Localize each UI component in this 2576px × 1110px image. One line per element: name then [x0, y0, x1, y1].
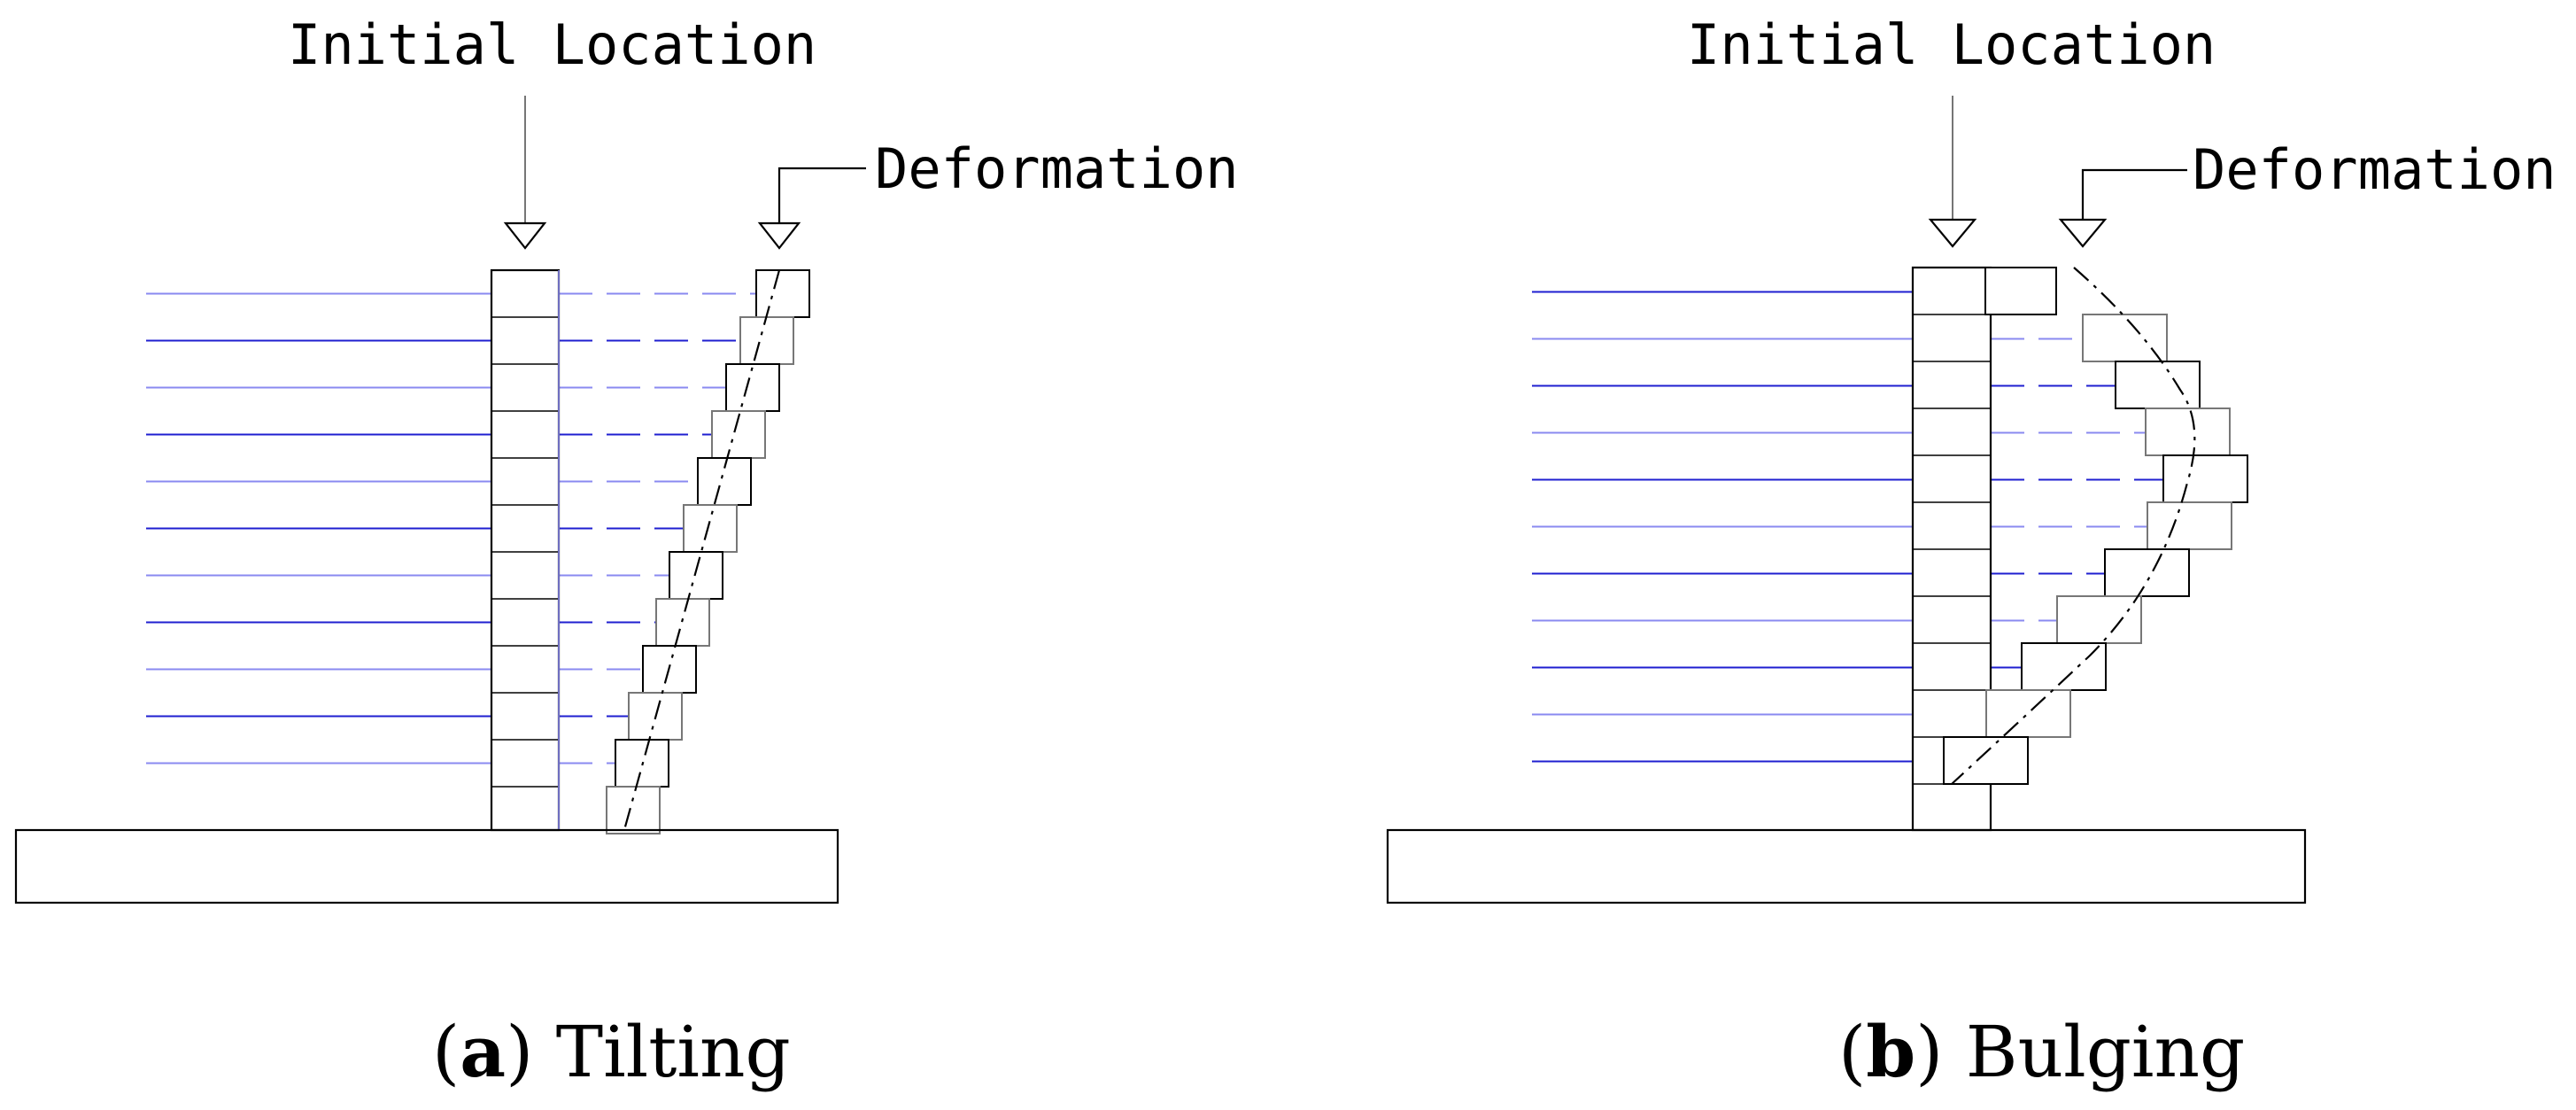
panel-b-caption-letter: b [1866, 1010, 1915, 1093]
panel-a-base [14, 828, 839, 904]
panel-a-initial-location-arrow [503, 96, 547, 250]
panel-b-caption-text: Bulging [1966, 1011, 2245, 1093]
deformed-block [1943, 736, 2029, 785]
panel-a: Initial Location Deformation (a) Tilting [14, 12, 1239, 1093]
deformed-block [683, 504, 738, 553]
deformed-block [2145, 408, 2231, 456]
deformed-block [606, 786, 661, 834]
panel-b-deformed-blocks [1943, 267, 2248, 785]
panel-b-base [1386, 828, 2307, 904]
panel-a-caption: (a) Tilting [432, 1010, 791, 1093]
deformed-block [755, 269, 810, 318]
deformed-block [725, 363, 780, 412]
panel-a-caption-text: Tilting [556, 1011, 791, 1093]
deformed-block [1985, 689, 2071, 738]
panel-a-initial-wall [490, 268, 561, 832]
panel-a-reinforcement-lines [146, 292, 756, 765]
panel-b-initial-location-label: Initial Location [1687, 12, 2216, 77]
panel-a-deformation-label: Deformation [875, 136, 1239, 201]
deformed-block [2162, 454, 2248, 503]
panel-b-deformation-label: Deformation [2193, 137, 2557, 202]
deformed-block [2082, 314, 2168, 362]
panel-a-initial-location-label: Initial Location [288, 12, 816, 77]
deformed-block [1984, 267, 2057, 315]
deformed-block [2056, 595, 2142, 644]
deformed-block [655, 598, 710, 647]
deformed-block [2021, 642, 2107, 691]
panel-b-deformation-arrow [2058, 168, 2187, 248]
deformed-block [669, 551, 723, 600]
panel-a-caption-letter: a [460, 1010, 506, 1093]
deformed-block [2147, 501, 2232, 550]
panel-b-deformation-curve [1951, 267, 2196, 785]
panel-b-initial-location-arrow [1928, 96, 1977, 248]
panel-b-caption: (b) Bulging [1838, 1010, 2245, 1093]
deformed-block [2104, 548, 2190, 597]
panel-a-deformed-blocks [606, 269, 810, 834]
panel-b-initial-wall [1911, 266, 1992, 832]
panel-b: Initial Location Deformation (b) Bulging [1386, 12, 2557, 1093]
deformed-block [2115, 361, 2201, 409]
panel-a-deformation-arrow [757, 167, 866, 250]
panel-a-deformation-curve [623, 269, 781, 831]
deformed-block [739, 316, 794, 365]
